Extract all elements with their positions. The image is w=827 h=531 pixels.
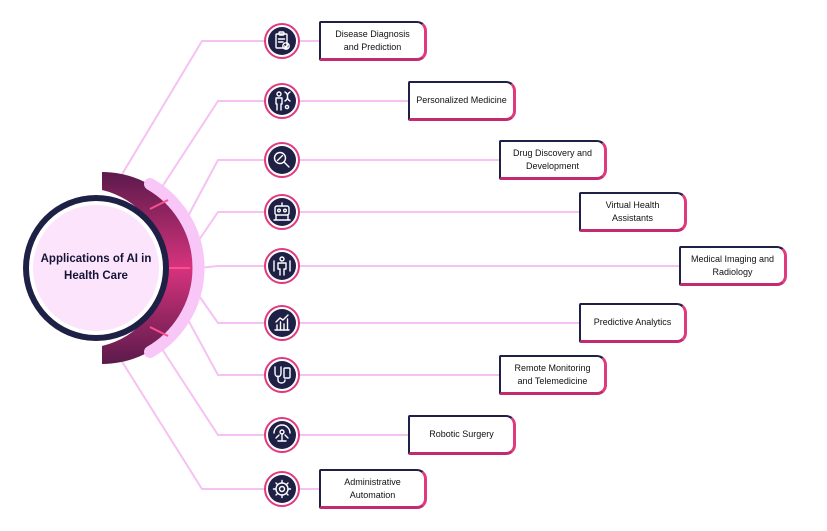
body-scan-icon [273,256,291,276]
connector-line [159,100,408,191]
hub-tick [149,326,169,337]
label-text: Robotic Surgery [429,429,494,439]
icon-node [264,194,300,230]
hub-title: Applications of AI in Health Care [40,253,152,282]
icon-node [264,471,300,507]
connector-lines [120,40,679,490]
hub [23,172,205,364]
icon-node-core [268,309,296,337]
icon-node [264,357,300,393]
icon-node [264,248,300,284]
label-box: Disease Diagnosis and Prediction [319,21,427,61]
robotic-arm-icon [273,424,291,442]
label-text: Medical Imaging and Radiology [690,253,775,277]
label-box: Predictive Analytics [579,303,687,343]
connector-line [186,159,499,219]
icon-node [264,83,300,119]
icon-node [264,23,300,59]
label-text: Virtual Health Assistants [605,199,660,223]
label-box: Virtual Health Assistants [579,192,687,232]
connector-line [186,317,499,376]
stethoscope-phone-icon [274,366,291,384]
connector-line [196,292,579,324]
hub-band [144,178,205,358]
magnifier-pill-icon [273,151,290,168]
label-text: Drug Discovery and Development [512,147,593,171]
icon-node-core [268,27,296,55]
icon-node-core [268,198,296,226]
robot-assistant-icon [273,202,291,221]
icon-node-core [268,475,296,503]
connector-line [198,265,679,269]
icon-node [264,417,300,453]
connector-line [159,345,408,436]
label-text: Disease Diagnosis and Prediction [335,28,410,52]
label-text: Remote Monitoring and Telemedicine [514,362,591,386]
icon-nodes [264,23,300,507]
bar-chart-icon [274,314,290,331]
label-box: Drug Discovery and Development [499,140,607,180]
icon-node [264,142,300,178]
icon-node-core [268,146,296,174]
label-box: Administrative Automation [319,469,427,509]
icon-node-core [268,361,296,389]
label-box: Personalized Medicine [408,81,516,121]
connector-line [196,211,579,244]
label-box: Robotic Surgery [408,415,516,455]
hub-fill [33,205,159,331]
label-text: Personalized Medicine [416,95,507,105]
label-text: Administrative Automation [344,476,401,500]
label-box: Remote Monitoring and Telemedicine [499,355,607,395]
hub-tick [149,199,169,210]
clipboard-check-icon [275,31,290,50]
person-dna-icon [275,91,291,111]
gear-icon [272,479,292,499]
hub-crescent [102,172,198,364]
label-box: Medical Imaging and Radiology [679,246,787,286]
icon-node-core [268,252,296,280]
icon-node [264,305,300,341]
label-text: Predictive Analytics [593,317,672,327]
